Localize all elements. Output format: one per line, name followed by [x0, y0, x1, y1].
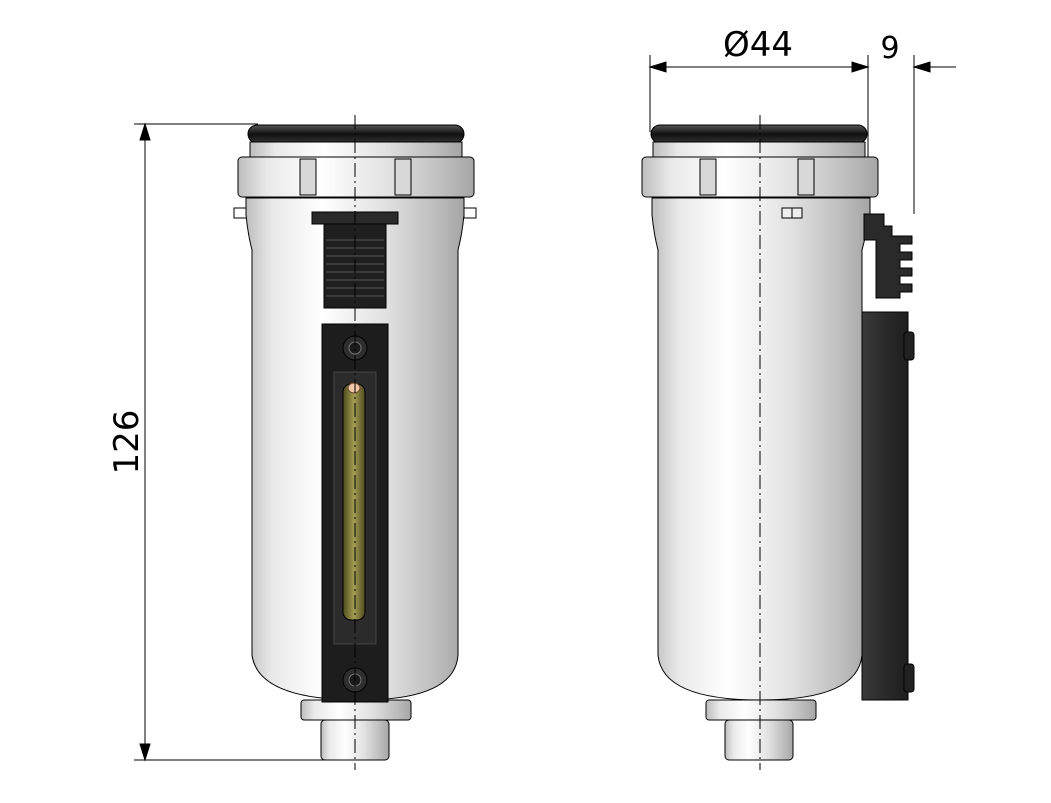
diameter-label: Ø44 [723, 25, 793, 65]
top-o-ring [247, 124, 465, 144]
collar-notch-side-right [797, 158, 815, 196]
side-tab-right [463, 207, 477, 219]
latch-comb [863, 213, 913, 299]
sight-float [347, 382, 361, 394]
sight-tube [342, 383, 366, 621]
front-view [233, 115, 477, 770]
top-collar [237, 156, 475, 198]
bottom-plate [300, 699, 412, 721]
side-view [641, 115, 915, 770]
bottom-plate-side [705, 699, 817, 721]
drain-spigot-side [724, 719, 794, 761]
mounting-bracket [861, 311, 909, 701]
ring-seat [249, 141, 463, 159]
height-label: 126 [107, 410, 147, 475]
bracket-boss-bottom [903, 663, 915, 693]
collar-notch-side-left [699, 158, 717, 196]
offset-label: 9 [880, 31, 899, 66]
ring-seat-side [652, 141, 866, 159]
diameter-dimension [648, 55, 956, 214]
bracket-boss-top [903, 331, 915, 361]
collar-notch-left [299, 158, 317, 196]
height-dimension [134, 122, 330, 762]
collar-notch-right [394, 158, 412, 196]
bowl-body-side [651, 197, 871, 701]
top-o-ring-side [650, 124, 868, 144]
screw-top [342, 335, 368, 361]
